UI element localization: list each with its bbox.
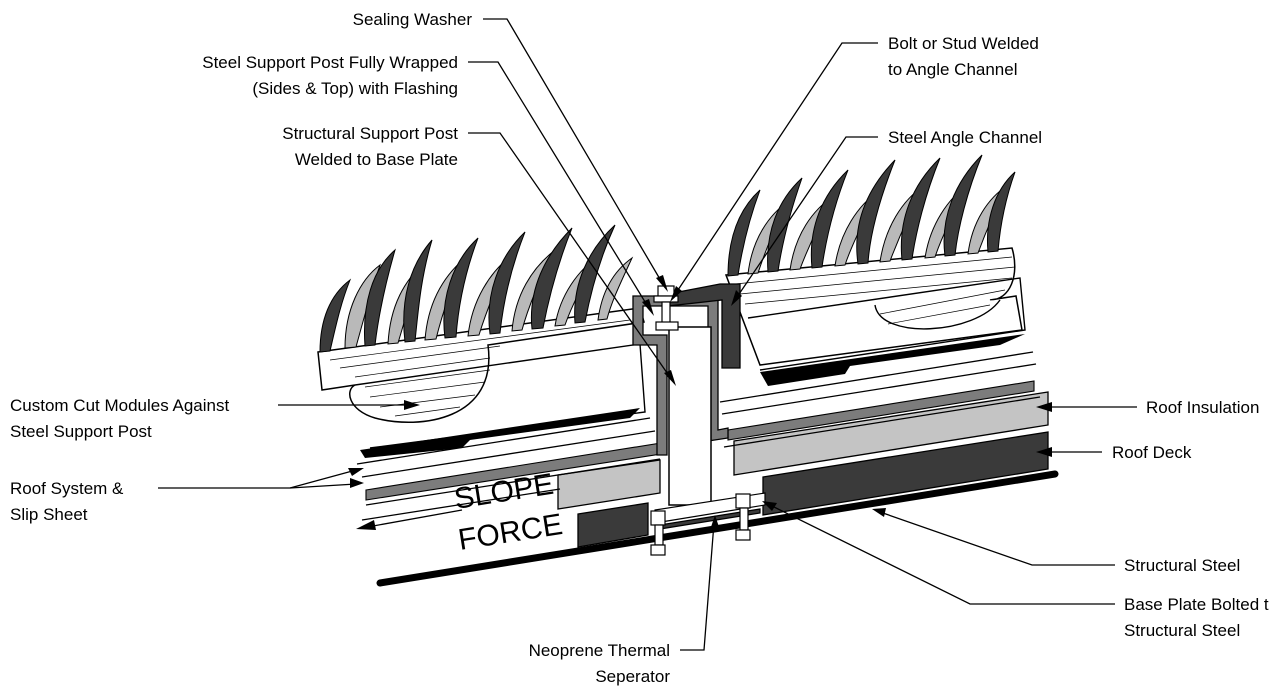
structural-steel-label: Structural Steel: [1124, 556, 1240, 575]
right-module-soil: [724, 247, 1023, 366]
bolt-stud-label-line2: to Angle Channel: [888, 60, 1018, 79]
sealing-washer-label: Sealing Washer: [353, 10, 473, 29]
roof-system-label-line1: Roof System &: [10, 479, 124, 498]
bolt-stud-label-line1: Bolt or Stud Welded: [888, 34, 1039, 53]
roof-deck-left: [577, 502, 649, 548]
left-module-water-hatching: [329, 319, 631, 417]
slip-sheet-lines: [356, 351, 1041, 521]
post-flashing: [632, 295, 729, 456]
custom-modules-label-line1: Custom Cut Modules Against: [10, 396, 229, 415]
base-plate-assembly: [650, 492, 766, 556]
right-module-tray-base: [760, 334, 1025, 386]
custom-modules-label-line2: Steel Support Post: [10, 422, 152, 441]
structural-post-label-line2: Welded to Base Plate: [295, 150, 458, 169]
roof-insulation-left: [557, 459, 661, 510]
roof-deck-label: Roof Deck: [1112, 443, 1192, 462]
base-plate-label-line1: Base Plate Bolted to: [1124, 595, 1269, 614]
roof-insulation-right: [733, 391, 1049, 476]
right-module-water-hatching: [734, 256, 1016, 325]
angle-channel-label: Steel Angle Channel: [888, 128, 1042, 147]
force-label: FORCE: [456, 508, 565, 557]
left-module-tray-base: [360, 408, 640, 458]
slope-force-arrowhead: [356, 520, 376, 530]
neoprene-label-line1: Neoprene Thermal: [529, 641, 670, 660]
grass-left: [319, 224, 634, 353]
structural-support-post: [668, 326, 712, 506]
roof-insulation-label: Roof Insulation: [1146, 398, 1259, 417]
left-module-soil: [317, 307, 645, 423]
base-plate-label-line2: Structural Steel: [1124, 621, 1240, 640]
top-bolt-assembly: [653, 285, 679, 331]
steel-angle-channel: [667, 283, 741, 369]
neoprene-label-line2: Seperator: [595, 667, 670, 686]
grass-right: [727, 154, 1016, 277]
post-wrapped-label-line2: (Sides & Top) with Flashing: [252, 79, 458, 98]
leader-arrowheads: [348, 275, 1052, 530]
structural-post-label-line1: Structural Support Post: [282, 124, 458, 143]
post-wrapped-label-line1: Steel Support Post Fully Wrapped: [202, 53, 458, 72]
right-module-tray: [747, 277, 1026, 371]
right-module-basin: [874, 299, 1001, 330]
roof-system-label-line2: Slip Sheet: [10, 505, 88, 524]
leader-lines: [158, 18, 1137, 651]
slope-force-arrow: [361, 509, 463, 529]
